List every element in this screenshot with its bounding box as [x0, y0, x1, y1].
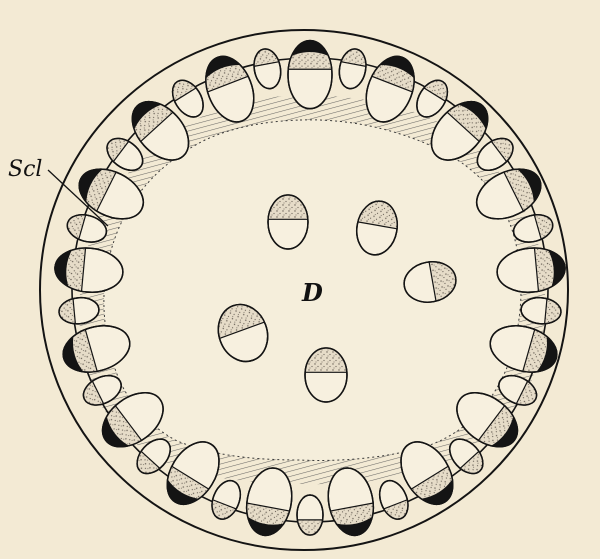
small-vascular-bundle	[251, 47, 284, 91]
small-vascular-bundle	[336, 47, 369, 91]
medullary-bundle	[305, 348, 347, 402]
large-vascular-bundle	[288, 40, 332, 109]
label-scl: Scl	[8, 157, 42, 182]
label-d: D	[301, 278, 323, 307]
medullary-bundle	[268, 195, 308, 249]
small-vascular-bundle	[297, 495, 323, 535]
